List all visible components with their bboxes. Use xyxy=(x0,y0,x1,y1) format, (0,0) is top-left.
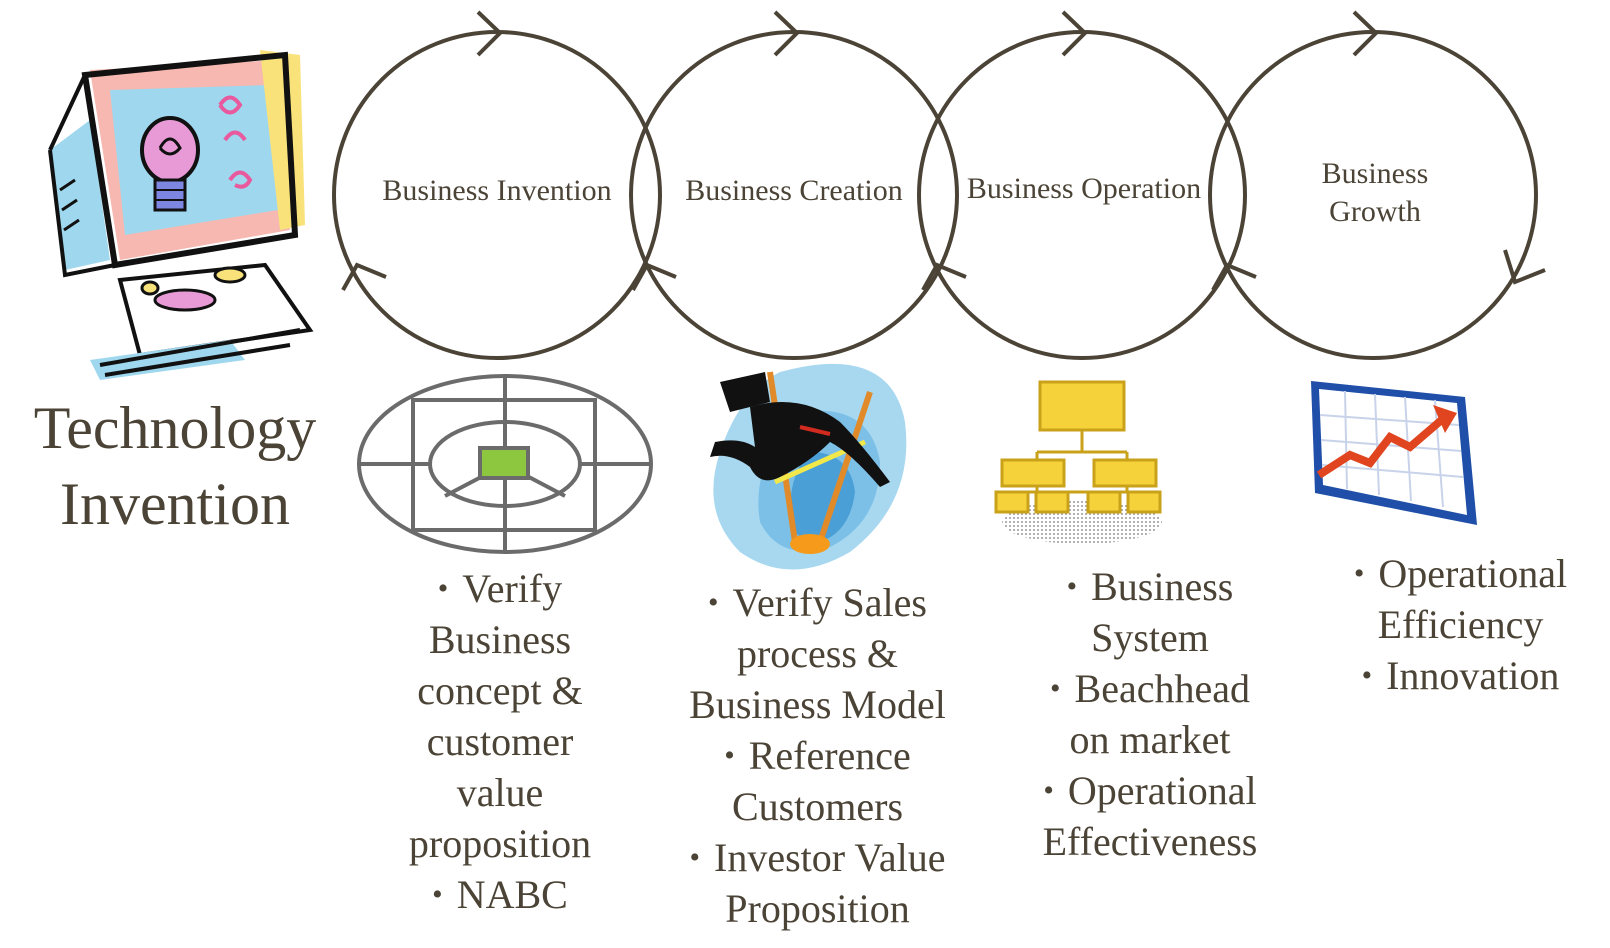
bullet-item: • Innovation xyxy=(1318,650,1603,701)
stage-label-operation: Business Operation xyxy=(966,172,1202,205)
bullet-text: Reference xyxy=(748,733,911,778)
stage-label-invention: Business Invention xyxy=(382,174,612,207)
bullet-item: • Operational Efficiency xyxy=(1318,548,1603,650)
bullet-item: • Reference Customers xyxy=(660,730,975,832)
arrow-top-2 xyxy=(773,10,800,57)
technology-invention-title: Technology Invention xyxy=(10,390,340,542)
arrow-bottom-1 xyxy=(341,262,387,291)
arrow-bottom-3 xyxy=(921,262,967,291)
stage-label-growth: Business Growth xyxy=(1290,155,1460,231)
bullet-line: • Investor Value xyxy=(660,832,975,883)
bullet-line: Customers xyxy=(731,784,904,829)
bullet-line: System xyxy=(1091,615,1209,660)
bullet-dot: • xyxy=(708,586,719,619)
bullet-item: • NABC xyxy=(385,869,615,920)
growth-bullet-list: • Operational Efficiency • Innovation xyxy=(1318,548,1603,701)
operation-bullet-list: • Business System • Beachhead on market • O… xyxy=(1010,561,1290,867)
bullet-line: Business xyxy=(428,617,572,662)
bullet-dot: • xyxy=(724,739,735,772)
bullet-text: Verify xyxy=(462,566,563,611)
bullet-dot: • xyxy=(1361,659,1373,692)
arrow-right-4 xyxy=(1503,249,1546,285)
bullet-line: on market xyxy=(1069,717,1231,762)
bullet-line: • Beachhead xyxy=(1010,663,1290,714)
bullet-line: • Reference xyxy=(660,730,975,781)
title-line-1: Technology xyxy=(33,395,317,461)
bullet-dot: • xyxy=(437,572,449,605)
title-line-2: Invention xyxy=(60,471,290,537)
bullet-text: Verify Sales xyxy=(732,580,927,625)
bullet-dot: • xyxy=(1066,570,1078,603)
bullet-dot: • xyxy=(432,878,443,911)
bullet-dot: • xyxy=(1050,672,1061,705)
bullet-line: Effectiveness xyxy=(1042,819,1258,864)
bullet-text: NABC xyxy=(456,872,568,917)
bullet-item: • Beachhead on market xyxy=(1010,663,1290,765)
growth-chart-icon xyxy=(1311,381,1477,525)
invention-bullet-list: • Verify Business concept & customer valu… xyxy=(385,563,615,920)
stage-label-growth-line-2: Growth xyxy=(1329,195,1421,228)
bullet-text: Investor Value xyxy=(714,835,946,880)
bullet-dot: • xyxy=(1043,774,1054,807)
bullet-text: Operational xyxy=(1378,551,1568,596)
bullet-item: • Verify Business concept & customer valu… xyxy=(385,563,615,869)
arrow-top-3 xyxy=(1061,10,1088,57)
bullet-text: Operational xyxy=(1067,768,1257,813)
bullet-item: • Investor Value Proposition xyxy=(660,832,975,934)
arrow-bottom-4 xyxy=(1211,262,1257,291)
bullet-line: concept & xyxy=(417,668,583,713)
bullet-line: • Verify Sales xyxy=(660,577,975,628)
bullet-text: Business xyxy=(1091,564,1234,609)
stage-label-growth-line-1: Business xyxy=(1321,157,1429,190)
bullet-dot: • xyxy=(689,841,701,874)
bullet-item: • Operational Effectiveness xyxy=(1010,765,1290,867)
bullet-dot: • xyxy=(1353,557,1365,590)
bullet-line: Business Model xyxy=(689,682,946,727)
bullet-line: • Verify xyxy=(385,563,615,614)
bullet-item: • Verify Sales process & Business Model xyxy=(660,577,975,730)
bullet-line: process & xyxy=(736,631,899,676)
bullet-item: • Business System xyxy=(1010,561,1290,663)
bullet-line: • Operational xyxy=(1318,548,1603,599)
creation-bullet-list: • Verify Sales process & Business Model •… xyxy=(660,577,975,934)
bullet-text: Innovation xyxy=(1386,653,1560,698)
bullet-line: • NABC xyxy=(385,869,615,920)
bullet-text: Beachhead xyxy=(1074,666,1250,711)
bullet-line: • Innovation xyxy=(1318,650,1603,701)
org-chart-icon xyxy=(994,380,1162,544)
bullet-line: Efficiency xyxy=(1377,602,1544,647)
bullet-line: value xyxy=(456,770,544,815)
bullet-line: customer xyxy=(426,719,574,764)
pole-vaulter-icon xyxy=(710,363,907,570)
arrow-bottom-2 xyxy=(631,262,677,291)
arrow-top-4 xyxy=(1352,10,1379,57)
arrow-top-1 xyxy=(476,10,503,57)
bullet-line: Proposition xyxy=(725,886,910,931)
bullet-line: proposition xyxy=(408,821,592,866)
bullet-line: • Business xyxy=(1010,561,1290,612)
bullet-line: • Operational xyxy=(1010,765,1290,816)
computer-clipart-icon xyxy=(48,50,314,380)
target-diagram-icon xyxy=(357,374,653,554)
stage-label-creation: Business Creation xyxy=(685,174,903,207)
